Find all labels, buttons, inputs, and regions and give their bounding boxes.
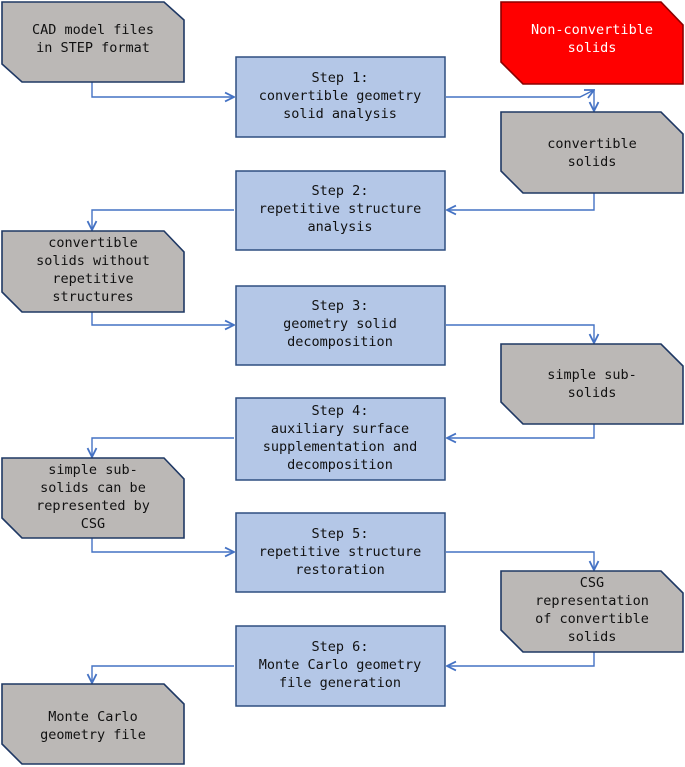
node-label-line: solids [568, 40, 617, 56]
node-label-line: CSG [81, 516, 105, 532]
arrow-step4-to-csg-representable [92, 437, 234, 457]
arrow-cad-to-step1 [91, 82, 234, 97]
node-convertible: convertible solids [500, 111, 684, 194]
node-label-line: Monte Carlo geometry [259, 657, 422, 673]
node-label: Non-convertible solids [531, 22, 653, 56]
node-label-line: geometry file [40, 727, 146, 743]
node-label: CSG representation of convertible solids [535, 575, 649, 645]
node-label-line: solids can be [40, 480, 146, 496]
node-label-line: simple sub- [547, 367, 636, 383]
node-label-line: CAD model files [32, 22, 154, 38]
node-label-line: auxiliary surface [271, 421, 409, 437]
node-mc-output: Monte Carlo geometry file [1, 683, 185, 765]
node-label-line: of convertible [535, 611, 649, 627]
node-label: Step 6: Monte Carlo geometry file generati… [259, 639, 422, 691]
node-label-line: Step 5: [312, 526, 369, 542]
node-label-line: Step 1: [312, 70, 369, 86]
node-label-line: restoration [295, 562, 384, 578]
node-csg-repr: CSG representation of convertible solids [500, 570, 684, 653]
node-label-line: solids [568, 629, 617, 645]
connectors [92, 82, 594, 683]
arrow-step1-to-nonconvertible [446, 90, 594, 97]
node-label-line: Non-convertible [531, 22, 653, 38]
node-label-line: solids [568, 385, 617, 401]
node-simple-sub: simple sub-solids [500, 343, 684, 425]
arrow-csg-repr-to-step6 [447, 652, 595, 666]
node-label: simple sub-solids [547, 367, 636, 401]
node-step1: Step 1: convertible geometry solid analysi… [235, 56, 446, 138]
node-label: Step 5: repetitive structure restoration [259, 526, 422, 578]
node-label-line: supplementation and [263, 439, 417, 455]
node-label-line: decomposition [287, 334, 393, 350]
node-label-line: simple sub- [48, 462, 137, 478]
node-cad-input: CAD model files in STEP format [1, 1, 185, 83]
node-label-line: representation [535, 593, 649, 609]
node-label: convertible solids [547, 136, 636, 170]
node-step2: Step 2: repetitive structure analysis [235, 170, 446, 251]
node-label: Step 3: geometry solid decomposition [283, 298, 397, 350]
node-label-line: solids without [36, 253, 150, 269]
node-label: Step 1: convertible geometry solid analysi… [259, 70, 422, 122]
node-label: Step 2: repetitive structure analysis [259, 183, 422, 235]
arrow-step2-to-no-repetitive [92, 209, 234, 230]
arrow-step3-to-simple-sub [446, 324, 594, 343]
arrow-simple-sub-to-step4 [447, 424, 595, 438]
node-label: CAD model files in STEP format [32, 22, 154, 56]
arrow-step5-to-csg-repr [446, 551, 594, 570]
node-step6: Step 6: Monte Carlo geometry file generati… [235, 625, 446, 707]
node-label: Step 4: auxiliary surface supplementation … [263, 403, 417, 473]
node-label-line: Step 6: [312, 639, 369, 655]
node-label-line: represented by [36, 498, 150, 514]
node-nonconvertible: Non-convertible solids [500, 1, 684, 85]
node-label-line: file generation [279, 675, 401, 691]
arrow-no-repetitive-to-step3 [91, 312, 234, 325]
node-no-repetitive: convertible solids without repetitive struc… [1, 230, 185, 313]
arrow-convertible-to-step2 [447, 193, 595, 210]
node-label-line: convertible [547, 136, 636, 152]
node-label-line: repetitive structure [259, 544, 422, 560]
node-label-line: structures [52, 289, 133, 305]
node-label-line: CSG [580, 575, 604, 591]
node-label-line: analysis [307, 219, 372, 235]
node-label-line: convertible [48, 235, 137, 251]
arrow-step6-to-mc-output [92, 665, 234, 683]
node-label-line: Step 4: [312, 403, 369, 419]
node-label: convertible solids without repetitive struc… [36, 235, 150, 305]
node-label-line: decomposition [287, 457, 393, 473]
node-label: Monte Carlo geometry file [40, 709, 146, 743]
arrow-csg-representable-to-step5 [91, 538, 234, 552]
node-label: simple sub-solids can be represented by CS… [36, 462, 150, 532]
node-label-line: in STEP format [36, 40, 150, 56]
node-label-line: repetitive [52, 271, 133, 287]
node-step3: Step 3: geometry solid decomposition [235, 285, 446, 366]
node-label-line: Step 2: [312, 183, 369, 199]
node-label-line: geometry solid [283, 316, 397, 332]
node-label-line: Step 3: [312, 298, 369, 314]
node-label-line: convertible geometry [259, 88, 422, 104]
node-label-line: repetitive structure [259, 201, 422, 217]
node-label-line: solid analysis [283, 106, 397, 122]
node-label-line: solids [568, 154, 617, 170]
node-label-line: Monte Carlo [48, 709, 137, 725]
node-step5: Step 5: repetitive structure restoration [235, 512, 446, 593]
node-csg-representable: simple sub-solids can be represented by CS… [1, 457, 185, 539]
node-step4: Step 4: auxiliary surface supplementation … [235, 397, 446, 481]
